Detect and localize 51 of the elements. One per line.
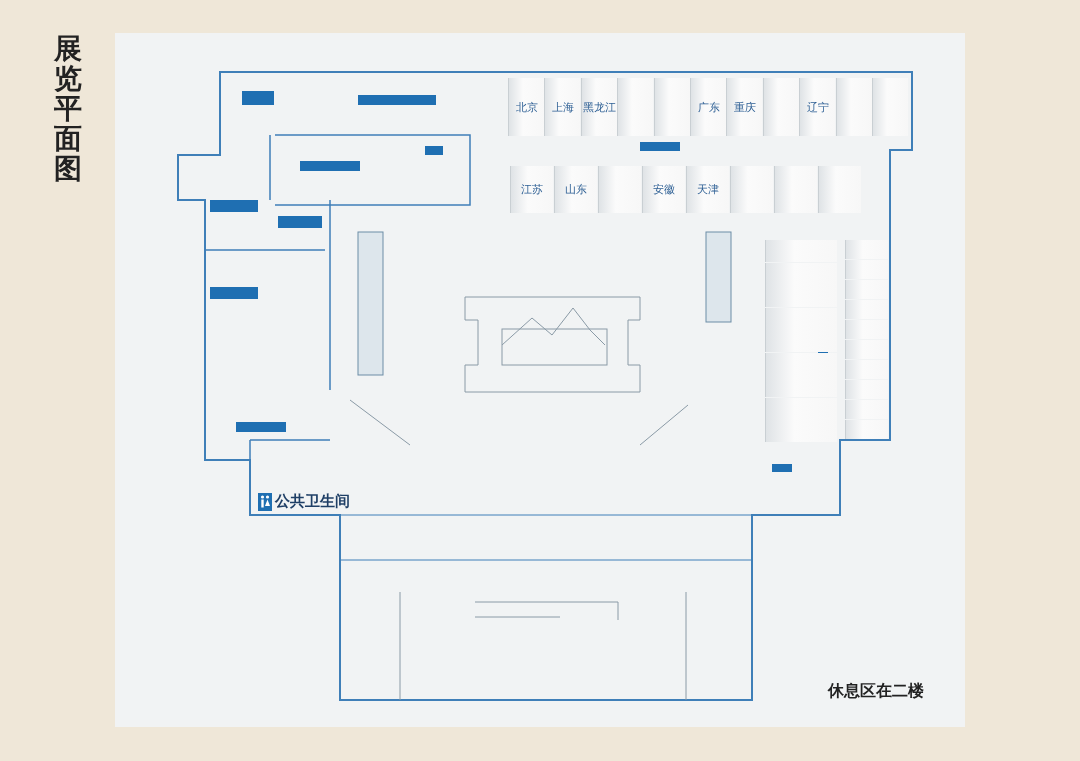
booth-label: 山东 (565, 182, 587, 197)
booth-label: 安徽 (653, 182, 675, 197)
booth (765, 262, 837, 285)
booth (598, 166, 641, 213)
booth (544, 78, 581, 136)
booth (845, 260, 888, 279)
booth-label: 黑龙江 (582, 99, 616, 115)
booth (872, 78, 908, 136)
booth (690, 78, 726, 136)
area-sign: 公共卫生间 (275, 492, 350, 511)
booth (762, 78, 799, 136)
booth (845, 240, 888, 259)
booth (765, 375, 837, 397)
booth (774, 166, 817, 213)
booth-label: 江苏 (521, 182, 543, 197)
booth-label: 辽宁 (806, 99, 829, 115)
booth-label: 北京 (515, 99, 538, 115)
booth-label: 上海 (551, 99, 574, 115)
booth (765, 330, 837, 352)
booth (765, 397, 837, 420)
booth (554, 166, 597, 213)
booth (580, 78, 617, 136)
booth (508, 78, 544, 136)
booth (730, 166, 773, 213)
booth (653, 78, 690, 136)
booth-label: 重庆 (733, 99, 756, 115)
booth (799, 78, 836, 136)
booth (845, 360, 888, 379)
booth (845, 320, 888, 339)
booth (510, 166, 553, 213)
page-title: 展览平面图 (54, 34, 83, 184)
booth (726, 78, 763, 136)
booth (765, 240, 837, 262)
booth (835, 78, 872, 136)
booth (845, 400, 888, 419)
booth (845, 280, 888, 299)
booth-label: 广东 (697, 99, 720, 115)
booth (818, 166, 861, 213)
booth (845, 380, 888, 399)
booth (617, 78, 654, 136)
booth (845, 420, 888, 439)
booth (642, 166, 685, 213)
note: 休息区在二楼 (828, 681, 924, 702)
booth (845, 340, 888, 359)
booth (845, 300, 888, 319)
booth (765, 352, 837, 375)
booth (765, 285, 837, 307)
booth (765, 420, 837, 442)
booth (765, 307, 837, 330)
booth (686, 166, 729, 213)
booth-label: 天津 (697, 182, 719, 197)
